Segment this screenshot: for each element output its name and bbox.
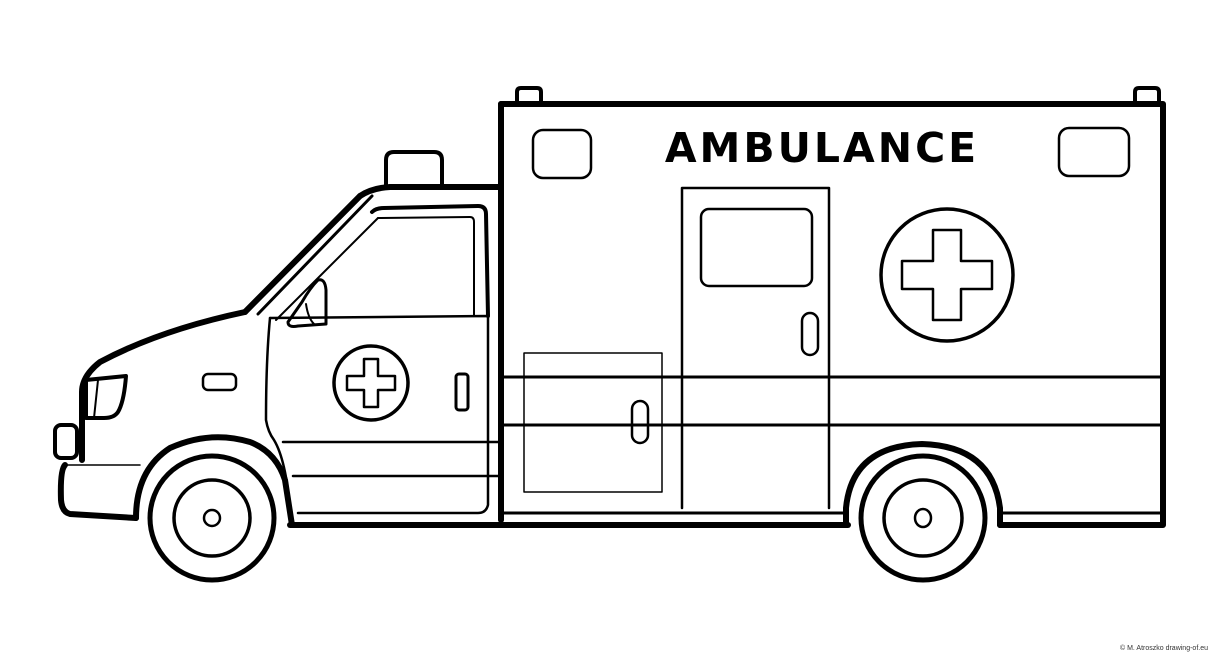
medical-cross-icon-small: [332, 344, 410, 422]
compartment-door: [523, 352, 663, 493]
copyright-credit: © M. Atroszko drawing-of.eu: [1119, 645, 1208, 652]
side-door: [680, 186, 831, 510]
door-handle: [800, 311, 820, 357]
box-window-right: [1057, 126, 1131, 178]
cab: [53, 184, 503, 528]
box-window-left: [531, 128, 593, 180]
medical-cross-icon-large: [879, 207, 1015, 343]
ambulance-sign-text: AMBULANCE: [665, 124, 979, 172]
roof-light-icon: [384, 150, 444, 188]
front-wheel-icon: [147, 453, 277, 583]
box-body: [287, 86, 1166, 528]
rear-wheel-icon: [843, 441, 1003, 583]
